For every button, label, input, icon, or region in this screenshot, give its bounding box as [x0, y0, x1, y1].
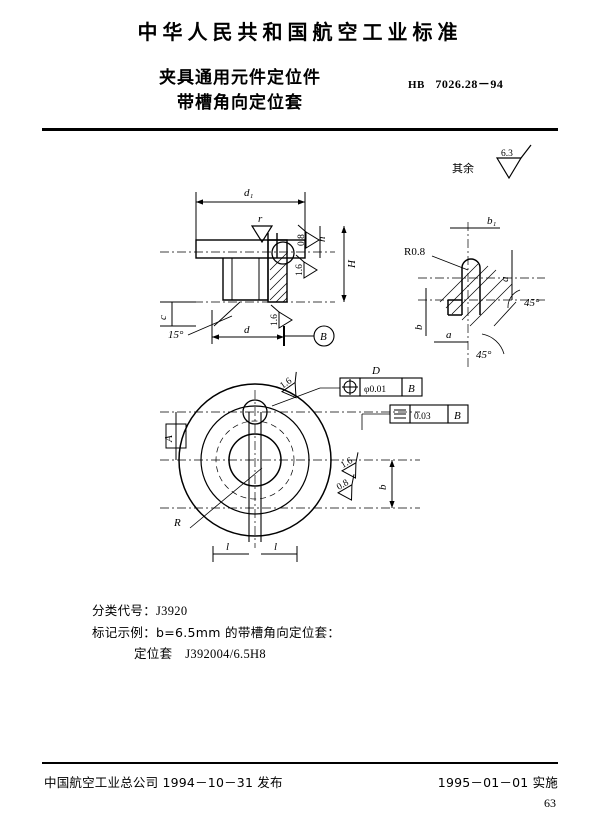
- header-divider-rule: [42, 128, 558, 131]
- general-roughness-value: 6.3: [501, 149, 513, 159]
- plan-dim-l-right-label: l: [274, 541, 277, 553]
- section-roughness-1-value: 0.8: [297, 234, 307, 246]
- plan-dim-A-label: A: [163, 435, 175, 443]
- detail-angle-45-lower: 45°: [476, 333, 505, 361]
- angle-15-leader: 15°: [168, 301, 241, 341]
- example-designation-line: 定位套 J392004/6.5H8: [92, 643, 340, 665]
- plan-label-R: R: [173, 467, 263, 529]
- section-roughness-3-value: 1.6: [270, 314, 280, 326]
- general-roughness-label: 其余: [452, 161, 474, 175]
- plan-roughness-slot: 1.6: [271, 371, 340, 407]
- datum-feature-b: B: [283, 325, 335, 347]
- dim-H: H: [341, 226, 358, 302]
- detail-center-lines: [418, 222, 545, 368]
- detail-dim-a-lower: a: [434, 329, 468, 343]
- dim-h-label: h: [316, 236, 328, 242]
- dim-c: c: [157, 301, 196, 327]
- example-designation-code: J392004/6.5H8: [185, 647, 266, 661]
- detail-dim-b1: b₁: [450, 215, 500, 229]
- detail-hatching: [439, 263, 513, 327]
- detail-dim-a-upper: a: [499, 250, 513, 300]
- plan-roughness-4-value: 0.8: [335, 478, 351, 493]
- plan-dim-A: A: [163, 412, 187, 460]
- section-roughness-1: 0.8: [297, 224, 320, 249]
- detail-radius-label: R0.8: [404, 246, 426, 258]
- plan-dim-l-left-label: l: [226, 541, 229, 553]
- detail-groove-profile: [447, 258, 481, 316]
- detail-angle-45-upper: 45°: [493, 289, 540, 327]
- section-roughness-2: 1.6: [295, 254, 318, 279]
- dim-d1: d₁: [195, 187, 306, 240]
- document-title-line-2: 带槽角向定位套: [177, 93, 303, 113]
- plan-dim-l: l l: [212, 541, 298, 562]
- dim-d: d: [211, 310, 284, 344]
- leader-r-label: r: [258, 213, 263, 225]
- standard-prefix: HB: [408, 79, 425, 91]
- plan-roughness-3-value: 1.6: [339, 456, 355, 471]
- footer-issuer: 中国航空工业总公司 1994－10－31 发布: [44, 775, 283, 790]
- footer-divider-rule: [42, 762, 558, 764]
- general-roughness-note: 其余 6.3: [452, 144, 532, 180]
- tolerance-frame-symmetry: 0.03 B: [361, 404, 469, 430]
- plan-label-R-text: R: [173, 517, 181, 529]
- detail-dim-b1-label: b₁: [487, 215, 497, 227]
- section-view: d₁: [157, 187, 358, 347]
- document-title-line-1: 夹具通用元件定位件: [159, 68, 321, 88]
- detail-dim-b-label: b: [413, 324, 425, 330]
- detail-dim-a-upper-label: a: [499, 276, 511, 282]
- example-text: b=6.5mm 的带槽角向定位套：: [156, 625, 341, 640]
- angle-15-label: 15°: [168, 329, 184, 341]
- class-code-value: J3920: [156, 604, 188, 618]
- standard-number-value: 7026.28－94: [435, 77, 504, 91]
- dim-c-label: c: [157, 315, 169, 320]
- example-designation-name: 定位套: [134, 646, 173, 661]
- standard-number: HB 7026.28－94: [408, 75, 503, 92]
- section-v-groove: r: [250, 213, 274, 244]
- notes-block: 分类代号：J3920 标记示例：b=6.5mm 的带槽角向定位套： 定位套 J3…: [92, 600, 340, 665]
- tolerance-position-datum: B: [408, 383, 415, 395]
- tolerance-position-label: D: [371, 365, 380, 377]
- detail-dim-a-lower-label: a: [446, 329, 452, 341]
- section-hatching: [269, 252, 288, 303]
- dim-d1-label: d₁: [244, 187, 254, 199]
- section-roughness-3: 1.6: [270, 304, 293, 329]
- detail-angle-45-upper-label: 45°: [524, 297, 540, 309]
- footer-effective-date: 1995－01－01 实施: [437, 775, 558, 790]
- tolerance-frame-position: φ0.01 B D: [339, 365, 423, 397]
- plan-center-lines: [160, 390, 420, 548]
- datum-b-label: B: [320, 331, 327, 343]
- example-line: 标记示例：b=6.5mm 的带槽角向定位套：: [92, 622, 340, 643]
- detail-dim-b: b: [413, 288, 427, 336]
- plan-roughness-4: 0.8: [335, 474, 355, 501]
- section-roughness-2-value: 1.6: [295, 264, 305, 276]
- tolerance-position-value: φ0.01: [364, 385, 386, 395]
- plan-dim-b: b: [377, 460, 395, 508]
- dim-h: h: [316, 226, 328, 258]
- section-center-lines: [160, 251, 335, 303]
- detail-radius-leader: R0.8: [404, 246, 469, 271]
- dim-d-label: d: [244, 324, 250, 336]
- class-code-label: 分类代号：: [92, 603, 157, 618]
- technical-drawing: 其余 6.3 d₁: [0, 130, 600, 580]
- detail-angle-45-lower-label: 45°: [476, 349, 492, 361]
- national-standard-title: 中华人民共和国航空工业标准: [137, 20, 463, 44]
- page-number: 63: [544, 796, 556, 810]
- plan-slot-lines: [248, 412, 262, 542]
- dim-H-label: H: [346, 259, 358, 269]
- section-flange-outline: [195, 233, 306, 303]
- document-title: 夹具通用元件定位件 带槽角向定位套: [100, 66, 380, 116]
- detail-view: R0.8 b₁ a b a: [404, 215, 545, 368]
- tolerance-symmetry-value: 0.03: [414, 412, 431, 422]
- tolerance-symmetry-datum: B: [454, 410, 461, 422]
- plan-dim-b-label: b: [377, 484, 389, 490]
- class-code-line: 分类代号：J3920: [92, 600, 340, 622]
- example-label: 标记示例：: [92, 625, 157, 640]
- plan-view: A b l l R: [160, 365, 469, 562]
